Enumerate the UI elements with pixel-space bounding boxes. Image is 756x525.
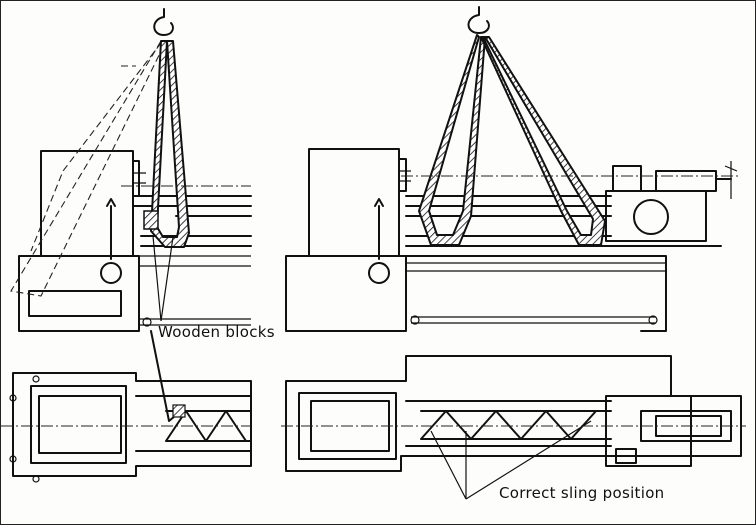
left-base-cabinet xyxy=(18,255,140,332)
right-plan-view xyxy=(281,355,746,472)
left-crane-hook xyxy=(153,8,174,36)
left-bed xyxy=(132,195,252,247)
left-dashed-sling-a xyxy=(10,40,165,297)
right-base xyxy=(285,255,667,332)
left-lever-knob xyxy=(100,262,122,284)
right-plan-outline xyxy=(285,355,742,472)
wooden-block-leaders xyxy=(152,235,174,322)
sling-position-leaders xyxy=(430,420,592,500)
left-wooden-block xyxy=(143,210,159,230)
right-handwheel xyxy=(633,199,669,235)
left-elevation-view xyxy=(10,8,252,332)
left-headstock xyxy=(40,150,140,257)
left-plan-view xyxy=(1,330,252,483)
left-plan-outline xyxy=(12,372,252,477)
right-lever-knob xyxy=(368,262,390,284)
right-bed xyxy=(405,195,722,247)
correct-sling-position-label: Correct sling position xyxy=(499,484,665,502)
right-sling-left xyxy=(418,34,486,246)
wooden-blocks-label: Wooden blocks xyxy=(158,323,275,341)
right-crane-hook xyxy=(467,6,490,34)
right-plan-truss xyxy=(420,410,612,440)
right-elevation-view xyxy=(285,6,741,332)
right-headstock xyxy=(308,148,407,257)
right-sling-right xyxy=(480,36,606,246)
